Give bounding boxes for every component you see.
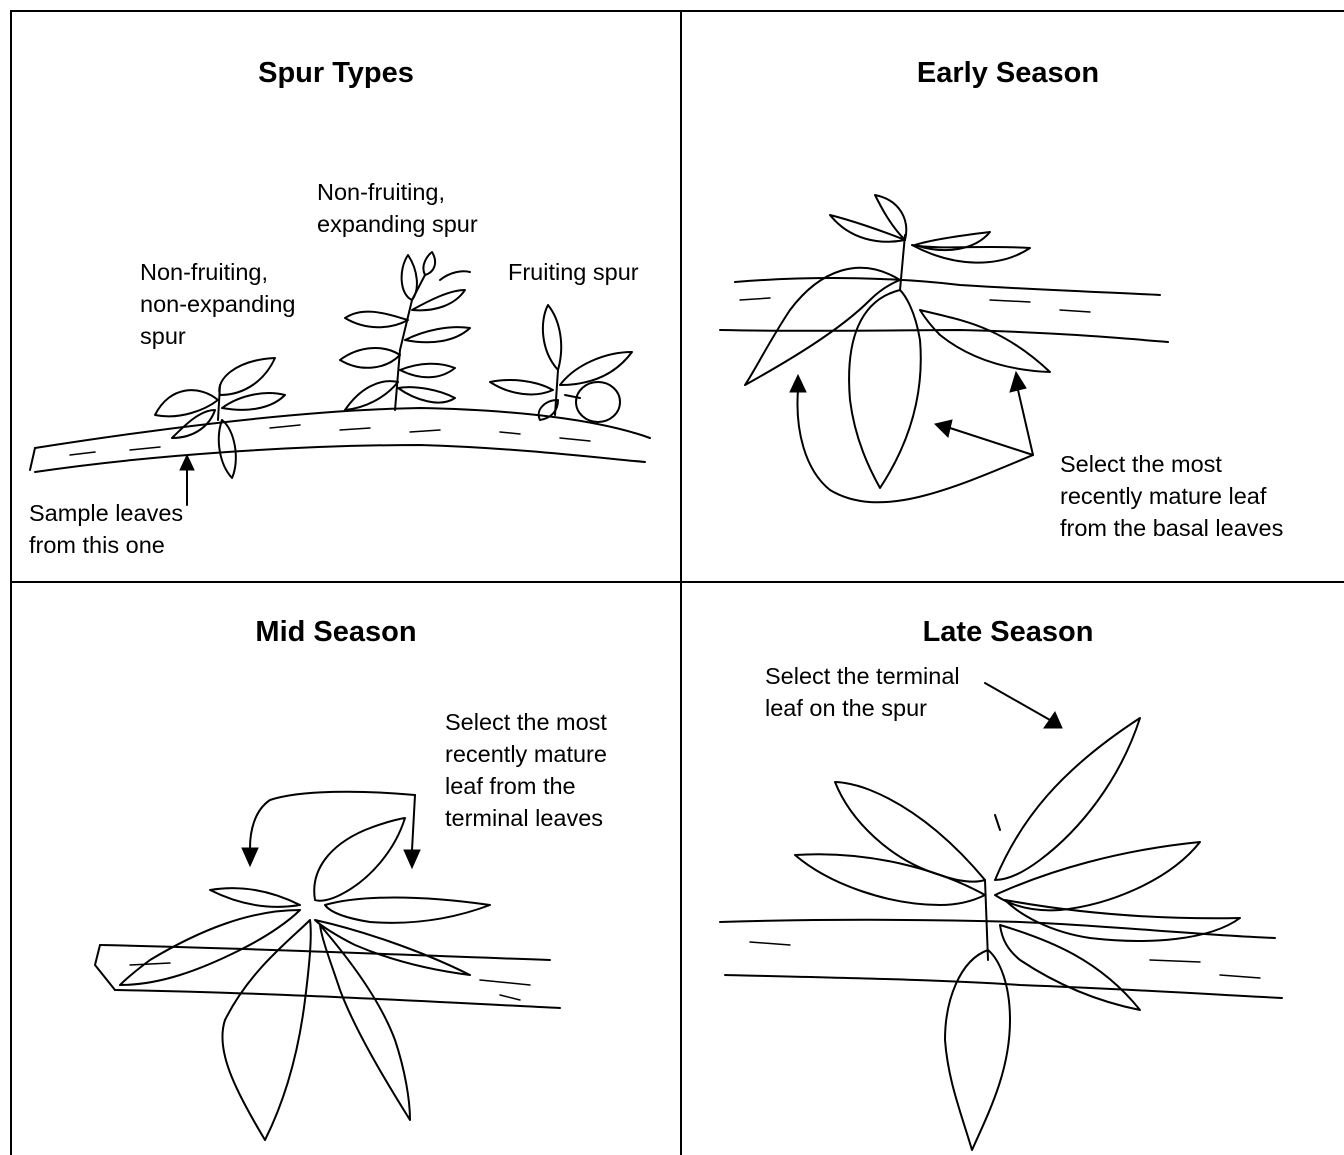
late-season-drawing xyxy=(720,683,1282,1150)
late-season-title: Late Season xyxy=(808,615,1208,649)
mid-season-title: Mid Season xyxy=(136,615,536,649)
label-late-season-select: Select the terminal leaf on the spur xyxy=(765,660,960,724)
spur-expanding xyxy=(340,252,470,410)
spur-types-drawing xyxy=(30,252,650,505)
label-fruiting-spur: Fruiting spur xyxy=(508,256,639,288)
label-expanding-spur: Non-fruiting, expanding spur xyxy=(317,176,478,240)
label-mid-season-select: Select the most recently mature leaf fro… xyxy=(445,706,607,834)
spur-fruiting xyxy=(490,305,632,422)
early-season-title: Early Season xyxy=(808,56,1208,90)
label-early-season-select: Select the most recently mature leaf fro… xyxy=(1060,448,1283,544)
spur-types-title: Spur Types xyxy=(136,56,536,90)
label-sample-leaves: Sample leaves from this one xyxy=(29,497,183,561)
mid-season-drawing xyxy=(95,792,560,1140)
label-non-expanding-spur: Non-fruiting, non-expanding spur xyxy=(140,256,296,352)
